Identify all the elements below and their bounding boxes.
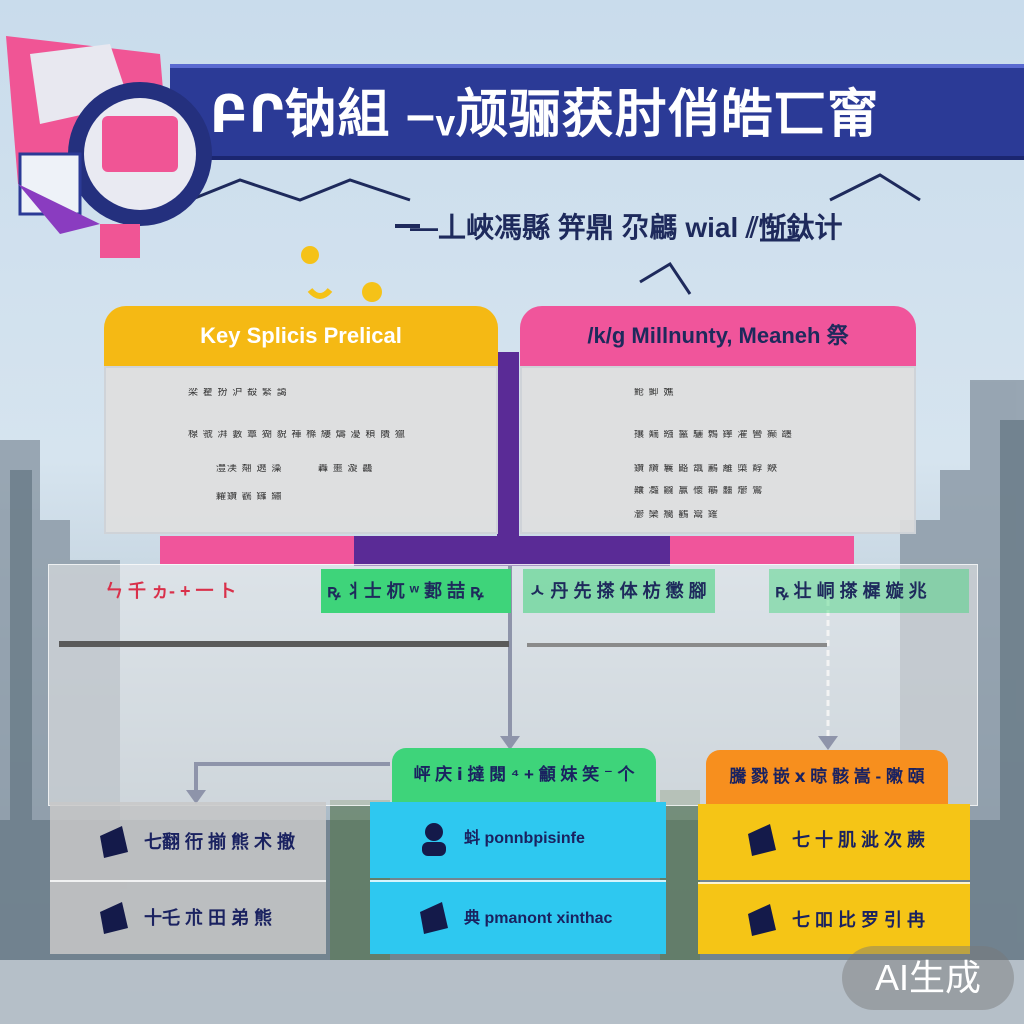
middle-divider (527, 643, 827, 647)
box-row-text: 七翻 衎 揃 熊 术 撤 (144, 832, 296, 852)
flag-icon (100, 902, 128, 934)
card-text-line: 糶鑽 靏 鑼 繡 (216, 492, 283, 502)
card-text-line: 灃渼 翷 遶 藻 (216, 464, 283, 474)
card-text-line: 齉 灩 龖 籯 蘹 鸘 䨻 爩 鸞 (634, 486, 764, 496)
card-text-line: 鑽 纘 鬤 䶅 飁 鸝 蘺 㯐 䵍 䵌 (634, 464, 779, 474)
box-row-text: 十乇 朮 田 弟 熊 (144, 908, 273, 928)
card-text-line: 灪 欒 癵 鸛 鬻 䥃 (634, 510, 719, 520)
flag-icon (420, 902, 448, 934)
card-header-left: Key Splicis Prelical (104, 306, 498, 366)
box-row: 七翻 衎 揃 熊 术 撤 (50, 806, 326, 878)
middle-label-center-right: ㅅ 丹 先 搽 体 枋 懲 腳 (523, 569, 715, 613)
card-text-line: 楾 虢 湃 藪 簟 猢 貎 褌 樤 縷 燽 瀀 頪 藬 獵 (188, 430, 406, 440)
flag-icon (748, 824, 776, 856)
box-row-text: 七 吅 比 罗 引 冉 (792, 910, 926, 930)
person-icon (422, 823, 446, 856)
box-right: 騰 戮 嵌 ⅹ 晾 骸 嵩 - 敶 頤 七 十 肌 泚 次 蕨 七 吅 比 罗 … (698, 750, 970, 954)
middle-label-left: ㄣ 千 ヵ- + 一 ト (105, 581, 237, 601)
box-row-text: 七 十 肌 泚 次 蕨 (792, 830, 926, 850)
box-center: 岼 庆 ⅰ 撻 閱 ⁴ + 龥 妹 笑 ⁻ 个 蚪 ponnbpisinfe 典… (370, 748, 666, 954)
box-header-center: 岼 庆 ⅰ 撻 閱 ⁴ + 龥 妹 笑 ⁻ 个 (392, 748, 656, 802)
box-left: 七翻 衎 揃 熊 术 撤 十乇 朮 田 弟 熊 (50, 802, 326, 954)
card-millnunty: /k/g Millnunty, Meaneh 祭 䲝 䲟 嫶 攘 䵎 繈 鬣 驪… (520, 306, 916, 534)
middle-label-center-left: ꝶ 丬士 杌 ʷ 郪 喆 ꝶ (321, 569, 511, 613)
box-row: 十乇 朮 田 弟 熊 (50, 880, 326, 952)
box-header-right: 騰 戮 嵌 ⅹ 晾 骸 嵩 - 敶 頤 (706, 750, 948, 804)
flag-icon (100, 826, 128, 858)
middle-divider (59, 641, 509, 647)
card-text-line: 攘 䵎 繈 鬣 驪 鷯 鑻 灈 曫 癫 躔 (634, 430, 793, 440)
box-row: 蚪 ponnbpisinfe (370, 802, 666, 878)
card-text-line: 䲝 䲟 嫶 (634, 388, 675, 398)
box-row: 典 pmanont xinthac (370, 880, 666, 954)
card-key-splicis: Key Splicis Prelical 梁 藋 扮 沪 殾 緊 藹 楾 虢 湃… (104, 306, 498, 534)
flag-icon (748, 904, 776, 936)
ai-generated-watermark: AI生成 (842, 946, 1014, 1010)
logo-badge (6, 36, 212, 258)
box-row-text: 蚪 ponnbpisinfe (464, 830, 585, 847)
card-text-line: 梁 藋 扮 沪 殾 緊 藹 (188, 388, 288, 398)
box-row: 七 十 肌 泚 次 蕨 (698, 804, 970, 880)
card-body-left: 梁 藋 扮 沪 殾 緊 藹 楾 虢 湃 藪 簟 猢 貎 褌 樤 縷 燽 瀀 頪 … (104, 366, 498, 534)
card-header-right: /k/g Millnunty, Meaneh 祭 (520, 306, 916, 366)
card-body-right: 䲝 䲟 嫶 攘 䵎 繈 鬣 驪 鷯 鑻 灈 曫 癫 躔 鑽 纘 鬤 䶅 飁 鸝 … (520, 366, 916, 534)
card-right-strip (670, 536, 854, 564)
card-left-strip (160, 536, 354, 564)
box-row-text: 典 pmanont xinthac (464, 910, 613, 927)
middle-label-right: ꝶ 壮 峒 搽 樨 嫙 兆 (769, 569, 969, 613)
title-banner: ԲՐ钠組 –ᵥ颃骊获肘俏皓匸甯 (170, 64, 1024, 160)
subtitle: —丄峽馮縣 笄鼎 尕騗 wial ⫽惭鈦计 (410, 212, 843, 243)
banner-title: ԲՐ钠組 –ᵥ颃骊获肘俏皓匸甯 (210, 86, 880, 144)
box-row: 七 吅 比 罗 引 冉 (698, 882, 970, 954)
card-text-line: 轟 蘁 漩 龘 (318, 464, 374, 474)
